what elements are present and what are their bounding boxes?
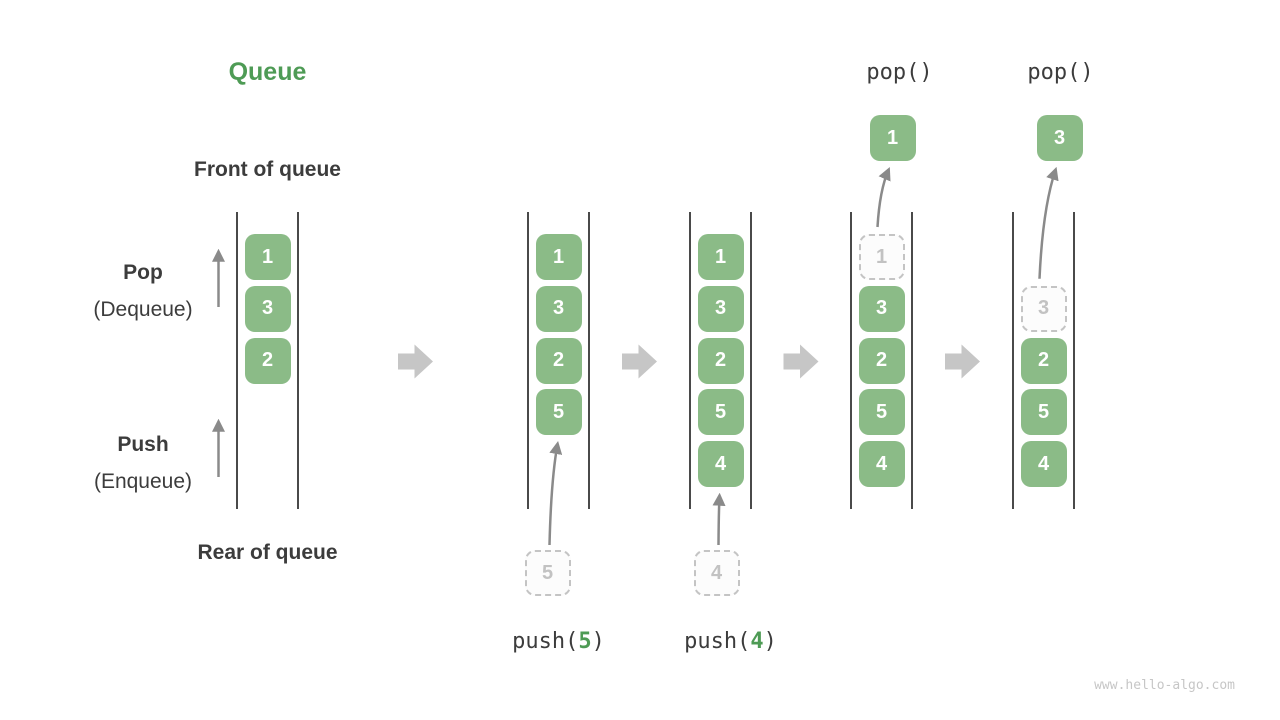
queue-rail-left xyxy=(236,212,238,509)
queue-rail-left xyxy=(1012,212,1014,509)
pop-op-label: pop() xyxy=(1027,60,1094,85)
front-of-queue-label: Front of queue xyxy=(194,158,341,181)
push-op-suffix: ) xyxy=(591,629,605,654)
queue-item: 5 xyxy=(1020,389,1067,436)
queue-item: 3 xyxy=(244,285,291,332)
queue-item-popped: 3 xyxy=(1036,115,1083,161)
queue-item-removed: 3 xyxy=(1020,285,1067,332)
queue-item: 1 xyxy=(697,234,744,280)
pop-label: Pop xyxy=(123,261,163,284)
queue-item-pending: 5 xyxy=(524,550,571,596)
push-op-prefix: push( xyxy=(512,629,579,654)
flow-arrow-icon xyxy=(622,344,657,379)
queue-item: 2 xyxy=(244,337,291,384)
flow-arrow-icon xyxy=(945,344,980,379)
pop-arrow-icon xyxy=(1038,166,1059,279)
queue-rail-right xyxy=(911,212,913,509)
queue-item: 5 xyxy=(697,389,744,436)
push-op-suffix: ) xyxy=(763,629,777,654)
queue-rail-right xyxy=(588,212,590,509)
queue-item-removed: 1 xyxy=(858,234,905,280)
diagram-title: Queue xyxy=(228,58,307,86)
push-op-prefix: push( xyxy=(684,629,751,654)
flow-arrow-icon xyxy=(783,344,819,379)
queue-rail-right xyxy=(1073,212,1075,509)
queue-rail-right xyxy=(750,212,752,509)
queue-item: 3 xyxy=(858,285,905,332)
queue-item: 2 xyxy=(1020,337,1067,384)
push-label: Push xyxy=(117,433,169,456)
pop-arrow-icon xyxy=(876,167,891,228)
pop-op-label: pop() xyxy=(866,60,933,85)
queue-rail-left xyxy=(689,212,691,509)
push-arrow-icon xyxy=(712,492,726,546)
queue-item: 4 xyxy=(1020,441,1067,487)
queue-rail-left xyxy=(527,212,529,509)
queue-item: 3 xyxy=(697,285,744,332)
queue-item: 3 xyxy=(535,285,582,332)
queue-item: 2 xyxy=(697,337,744,384)
queue-item: 5 xyxy=(858,389,905,436)
rear-of-queue-label: Rear of queue xyxy=(197,541,338,564)
queue-item: 1 xyxy=(244,234,291,280)
queue-rail-right xyxy=(297,212,299,509)
watermark: www.hello-algo.com xyxy=(1094,678,1235,693)
enqueue-label: (Enqueue) xyxy=(93,470,193,493)
push-side-label: Push (Enqueue) xyxy=(43,426,243,500)
queue-item: 1 xyxy=(535,234,582,280)
flow-arrow-icon xyxy=(398,344,433,379)
queue-item: 2 xyxy=(535,337,582,384)
queue-item-popped: 1 xyxy=(869,115,916,161)
push-op-label: push(4) xyxy=(641,629,821,654)
push-op-arg: 5 xyxy=(578,629,592,654)
queue-item: 4 xyxy=(858,441,905,487)
dequeue-label: (Dequeue) xyxy=(93,298,193,321)
pop-side-label: Pop (Dequeue) xyxy=(43,254,243,328)
push-op-arg: 4 xyxy=(750,629,764,654)
push-arrow-icon xyxy=(548,441,563,546)
queue-item: 2 xyxy=(858,337,905,384)
push-op-label: push(5) xyxy=(469,629,649,654)
queue-item: 5 xyxy=(535,389,582,436)
queue-item-pending: 4 xyxy=(693,550,740,596)
queue-item: 4 xyxy=(697,441,744,487)
queue-rail-left xyxy=(850,212,852,509)
